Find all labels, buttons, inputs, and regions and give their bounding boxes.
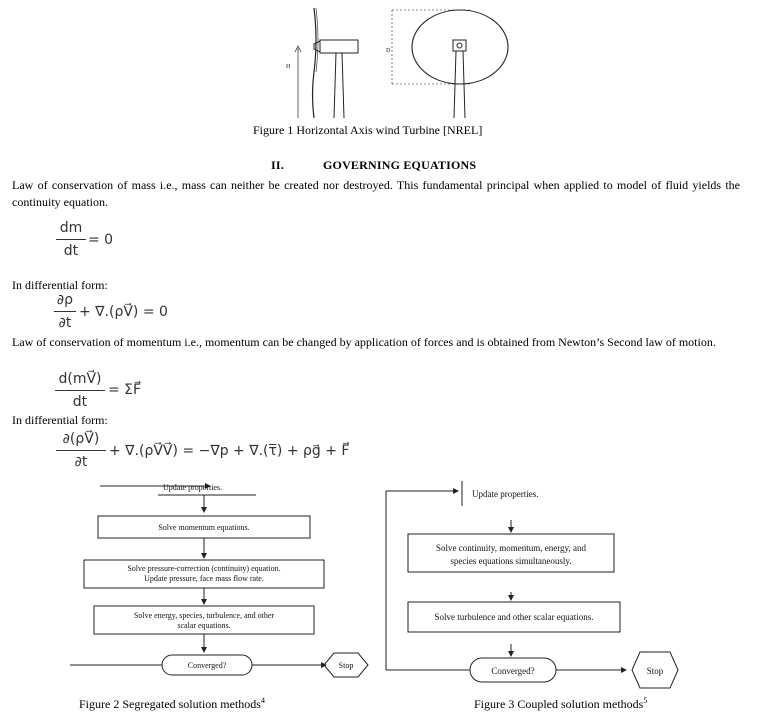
eq4-rhs: + ∇.(ρV⃗V⃗) = −∇p + ∇.(τ̅) + ρg⃗ + F⃗ — [109, 443, 350, 459]
eq3-rhs: = ΣF⃗ — [108, 382, 142, 398]
differential-form-label-2: In differential form: — [12, 413, 108, 427]
eq1-rhs: = 0 — [88, 232, 114, 248]
segregated-flowchart: Update properties. Solve momentum equati… — [70, 483, 369, 678]
figure2-caption: Figure 2 Segregated solution methods4 — [79, 696, 265, 711]
height-label: H — [286, 64, 291, 70]
section-number: II. — [271, 158, 284, 172]
coupled-stop-text: Stop — [647, 666, 664, 676]
eq2-numerator: ∂ρ — [56, 292, 74, 308]
section-title: GOVERNING EQUATIONS — [323, 158, 477, 172]
momentum-equation: d(mV⃗) dt = ΣF⃗ — [55, 370, 175, 414]
diameter-label: D — [386, 48, 391, 54]
turbine-front-view — [391, 9, 509, 119]
coupled-update-text: Update properties. — [472, 489, 538, 499]
coupled-converged-text: Converged? — [491, 666, 534, 676]
coupled-flowchart: Update properties. Solve continuity, mom… — [385, 481, 679, 689]
momentum-differential-equation: ∂(ρV⃗) ∂t + ∇.(ρV⃗V⃗) = −∇p + ∇.(τ̅) + ρ… — [56, 430, 386, 476]
eq1-denominator: dt — [63, 243, 79, 259]
eq4-numerator: ∂(ρV⃗) — [62, 431, 100, 447]
mass-conservation-paragraph: Law of conservation of mass i.e., mass c… — [12, 178, 740, 209]
seg-pressure-text-2: Update pressure, face mass flow rate. — [144, 574, 264, 583]
eq3-numerator: d(mV⃗) — [58, 371, 102, 387]
continuity-differential-equation: ∂ρ ∂t + ∇.(ρV⃗) = 0 — [54, 291, 254, 335]
seg-energy-text: Solve energy, species, turbulence, and o… — [134, 611, 275, 620]
coupled-solve-text: Solve continuity, momentum, energy, and — [436, 543, 586, 553]
differential-form-label-1: In differential form: — [12, 278, 108, 292]
seg-energy-text-2: scalar equations. — [177, 621, 230, 630]
seg-pressure-text: Solve pressure-correction (continuity) e… — [127, 564, 280, 573]
eq3-denominator: dt — [72, 394, 88, 410]
wind-turbine-figure: H D — [286, 7, 509, 119]
seg-update-text: Update properties. — [163, 483, 222, 492]
eq4-denominator: ∂t — [74, 454, 88, 470]
seg-stop-text: Stop — [339, 661, 354, 670]
turbine-side-view — [294, 7, 359, 119]
momentum-conservation-paragraph: Law of conservation of momentum i.e., mo… — [12, 335, 716, 349]
eq1-numerator: dm — [59, 220, 83, 236]
coupled-solve-text-2: species equations simultaneously. — [450, 556, 571, 566]
figure1-caption: Figure 1 Horizontal Axis wind Turbine [N… — [253, 123, 483, 137]
eq2-rhs: + ∇.(ρV⃗) = 0 — [79, 304, 168, 320]
figure3-caption: Figure 3 Coupled solution methods5 — [474, 696, 648, 711]
seg-converged-text: Converged? — [188, 661, 227, 670]
continuity-equation: dm dt = 0 — [56, 219, 176, 263]
seg-momentum-text: Solve momentum equations. — [158, 523, 249, 532]
coupled-turbulence-text: Solve turbulence and other scalar equati… — [435, 612, 594, 622]
eq2-denominator: ∂t — [58, 315, 72, 331]
